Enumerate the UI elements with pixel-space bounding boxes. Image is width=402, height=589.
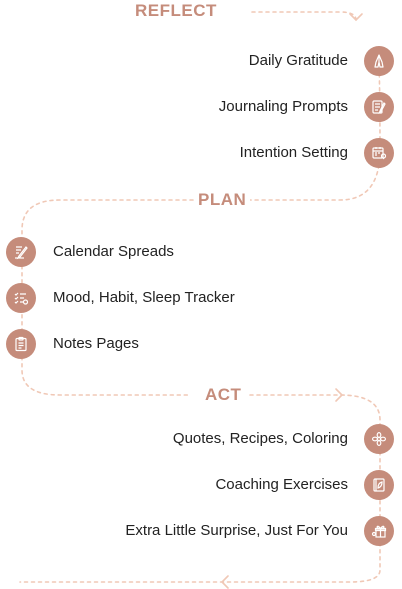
feature-quotes-recipes-coloring: Quotes, Recipes, Coloring xyxy=(173,424,394,454)
feature-label: Daily Gratitude xyxy=(248,52,348,69)
section-title-reflect: REFLECT xyxy=(131,1,221,21)
feature-daily-gratitude: Daily Gratitude xyxy=(249,46,394,76)
notebook-pen-icon xyxy=(364,92,394,122)
feature-coaching-exercises: Coaching Exercises xyxy=(215,470,394,500)
feature-mood-habit-sleep-tracker: Mood, Habit, Sleep Tracker xyxy=(6,283,235,313)
notebook-leaf-icon xyxy=(364,470,394,500)
feature-label: Extra Little Surprise, Just For You xyxy=(125,522,348,539)
feature-label: Notes Pages xyxy=(53,335,139,352)
feature-label: Intention Setting xyxy=(239,144,348,161)
feature-label: Mood, Habit, Sleep Tracker xyxy=(53,289,235,306)
feature-label: Journaling Prompts xyxy=(218,98,348,115)
praying-hands-icon xyxy=(364,46,394,76)
feature-notes-pages: Notes Pages xyxy=(6,329,139,359)
section-title-plan: PLAN xyxy=(194,190,251,210)
clipboard-icon xyxy=(6,329,36,359)
feature-journaling-prompts: Journaling Prompts xyxy=(219,92,394,122)
feature-intention-setting: Intention Setting xyxy=(240,138,394,168)
section-title-act: ACT xyxy=(201,385,246,405)
calendar-lightbulb-icon xyxy=(364,138,394,168)
feature-calendar-spreads: Calendar Spreads xyxy=(6,237,174,267)
flower-icon xyxy=(364,424,394,454)
feature-label: Quotes, Recipes, Coloring xyxy=(172,430,348,447)
feature-label: Calendar Spreads xyxy=(53,243,174,260)
checklist-icon xyxy=(6,283,36,313)
feature-label: Coaching Exercises xyxy=(215,476,348,493)
pencil-page-icon xyxy=(6,237,36,267)
gift-icon xyxy=(364,516,394,546)
feature-extra-surprise: Extra Little Surprise, Just For You xyxy=(125,516,394,546)
